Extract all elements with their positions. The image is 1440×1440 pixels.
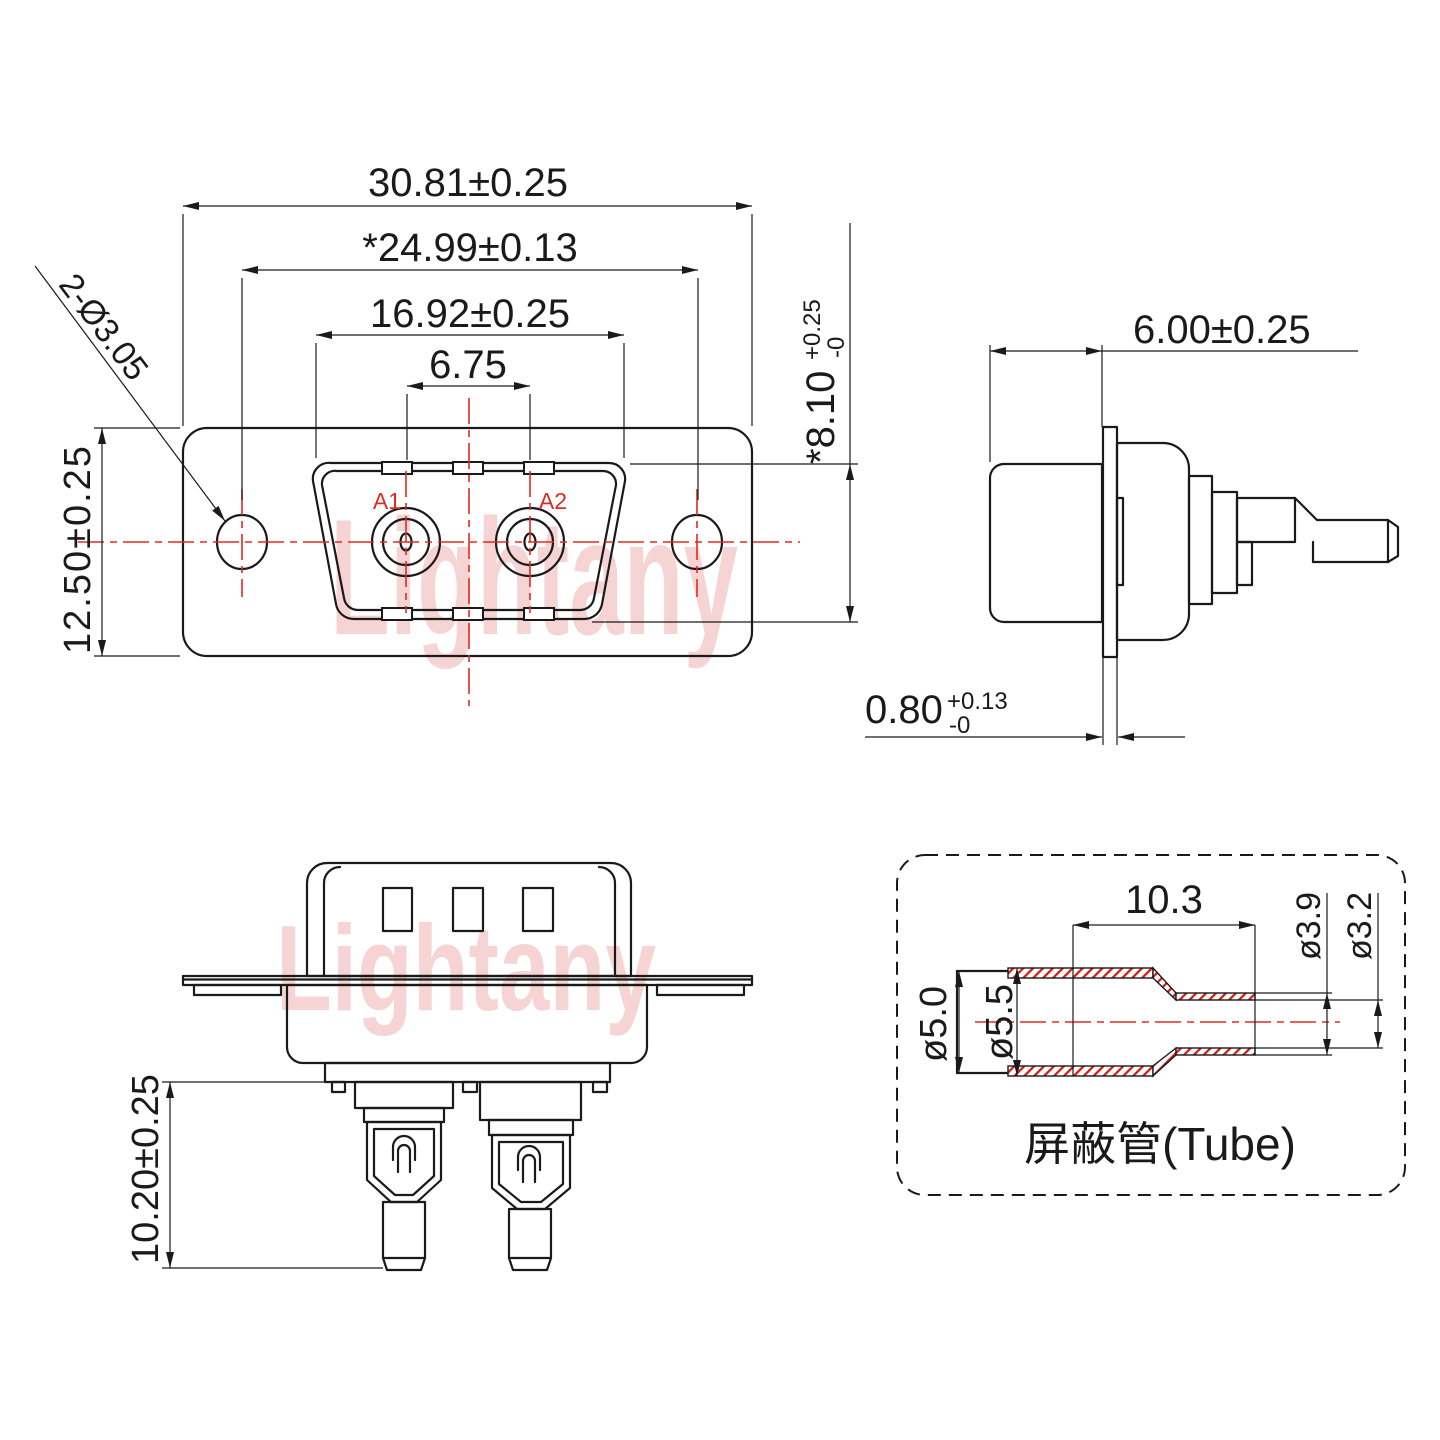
watermark-text-bottom: Lightany — [276, 900, 656, 1036]
shell-notch-bottom-2 — [452, 607, 484, 621]
rear-flange-lip-right — [655, 983, 746, 997]
rear-base — [323, 1061, 612, 1084]
side-step-2 — [1210, 490, 1239, 595]
tube-wall-top — [1007, 967, 1154, 979]
dim-tube-outer-small: ø3.9 — [1255, 892, 1332, 1056]
watermark-layer: Lightany Lightany — [276, 485, 738, 1036]
rear-flange-lip-left — [192, 983, 283, 997]
rear-shell-inner-left — [322, 865, 342, 978]
dim-contact-pitch: 6.75 — [406, 343, 531, 460]
svg-text:12.50±0.25: 12.50±0.25 — [57, 444, 99, 654]
svg-text:ø5.0: ø5.0 — [913, 986, 955, 1062]
svg-text:+0.25: +0.25 — [799, 299, 826, 360]
side-insulator — [1115, 441, 1191, 642]
svg-text:ø3.9: ø3.9 — [1290, 892, 1328, 960]
dim-shell-width: 16.92±0.25 — [315, 292, 625, 458]
pin-label-a1: A1 — [373, 488, 401, 514]
rear-shell-inner-right — [597, 865, 617, 978]
rear-nub-3 — [591, 1080, 609, 1094]
svg-text:*24.99±0.13: *24.99±0.13 — [362, 226, 577, 270]
svg-text:-0: -0 — [823, 337, 850, 358]
svg-text:2-Ø3.05: 2-Ø3.05 — [51, 267, 155, 388]
rear-view: 10.20±0.25 — [125, 861, 754, 1272]
side-view: 6.00±0.25 0.80 +0.13 -0 — [865, 308, 1400, 745]
svg-text:*8.10: *8.10 — [799, 371, 843, 464]
shell-notch-bottom-1 — [381, 607, 413, 621]
dim-depth: 6.00±0.25 — [989, 308, 1358, 462]
svg-text:ø5.5: ø5.5 — [979, 984, 1021, 1060]
dim-tube-length: 10.3 — [1072, 878, 1256, 1076]
centerlines — [78, 398, 800, 706]
side-flange — [1101, 425, 1119, 659]
svg-text:10.3: 10.3 — [1125, 878, 1203, 922]
dim-shell-height: *8.10 +0.25 -0 — [592, 223, 858, 623]
tube-taper-bottom — [1152, 1046, 1177, 1078]
tube-neck-bottom — [1175, 1047, 1256, 1056]
tube-wall-bottom — [1007, 1065, 1154, 1077]
side-terminal — [1235, 496, 1400, 587]
rear-slot-3 — [521, 886, 555, 933]
svg-text:0.80: 0.80 — [865, 688, 943, 732]
watermark-text-top: Lightany — [330, 485, 738, 669]
rear-nub-2 — [461, 1080, 479, 1094]
dim-terminal-length: 10.20±0.25 — [125, 1074, 383, 1269]
dim-flange-thickness: 0.80 +0.13 -0 — [865, 658, 1185, 745]
tube-sleeve — [955, 969, 1010, 1075]
tube-taper-top — [1152, 966, 1177, 1002]
terminal-a1 — [353, 1080, 455, 1272]
svg-text:16.92±0.25: 16.92±0.25 — [370, 292, 570, 336]
pin-label-a2: A2 — [539, 488, 567, 514]
shell-notch-top-3 — [523, 461, 555, 475]
dim-tube-inner-small: ø3.2 — [1255, 892, 1383, 1049]
dim-flange-height: 12.50±0.25 — [57, 427, 180, 657]
svg-text:30.81±0.25: 30.81±0.25 — [368, 161, 568, 205]
svg-text:ø3.2: ø3.2 — [1341, 892, 1379, 960]
tube-caption: 屏蔽管(Tube) — [1024, 1118, 1296, 1170]
side-shell-body — [988, 462, 1104, 624]
tube-neck-top — [1175, 992, 1256, 1001]
svg-text:-0: -0 — [949, 712, 970, 739]
svg-text:6.00±0.25: 6.00±0.25 — [1133, 308, 1311, 352]
dim-tube-outer-large: ø5.5 — [979, 968, 1021, 1076]
shell-notch-top-1 — [381, 461, 413, 475]
shell-notch-bottom-3 — [523, 607, 555, 621]
terminal-a2 — [478, 1080, 583, 1272]
dim-flange-width: 30.81±0.25 — [182, 161, 753, 426]
rear-nub-1 — [330, 1080, 347, 1094]
rear-slot-2 — [451, 886, 485, 933]
shell-outer — [311, 461, 627, 621]
dim-tube-inner-large: ø5.0 — [913, 971, 963, 1073]
rear-slot-1 — [381, 886, 414, 933]
tube-border — [896, 854, 1406, 1196]
svg-text:10.20±0.25: 10.20±0.25 — [125, 1074, 167, 1264]
shell-notch-top-2 — [452, 461, 484, 475]
tube-view: 10.3 ø5.0 ø5.5 ø3 — [896, 854, 1406, 1196]
rear-insulator — [285, 983, 649, 1065]
side-step-1 — [1187, 474, 1214, 606]
dim-hole-spacing: *24.99±0.13 — [241, 226, 699, 500]
shell-inner — [320, 469, 618, 612]
rear-shell-outer — [305, 861, 633, 978]
svg-text:+0.13: +0.13 — [947, 688, 1008, 715]
svg-text:6.75: 6.75 — [429, 343, 507, 387]
